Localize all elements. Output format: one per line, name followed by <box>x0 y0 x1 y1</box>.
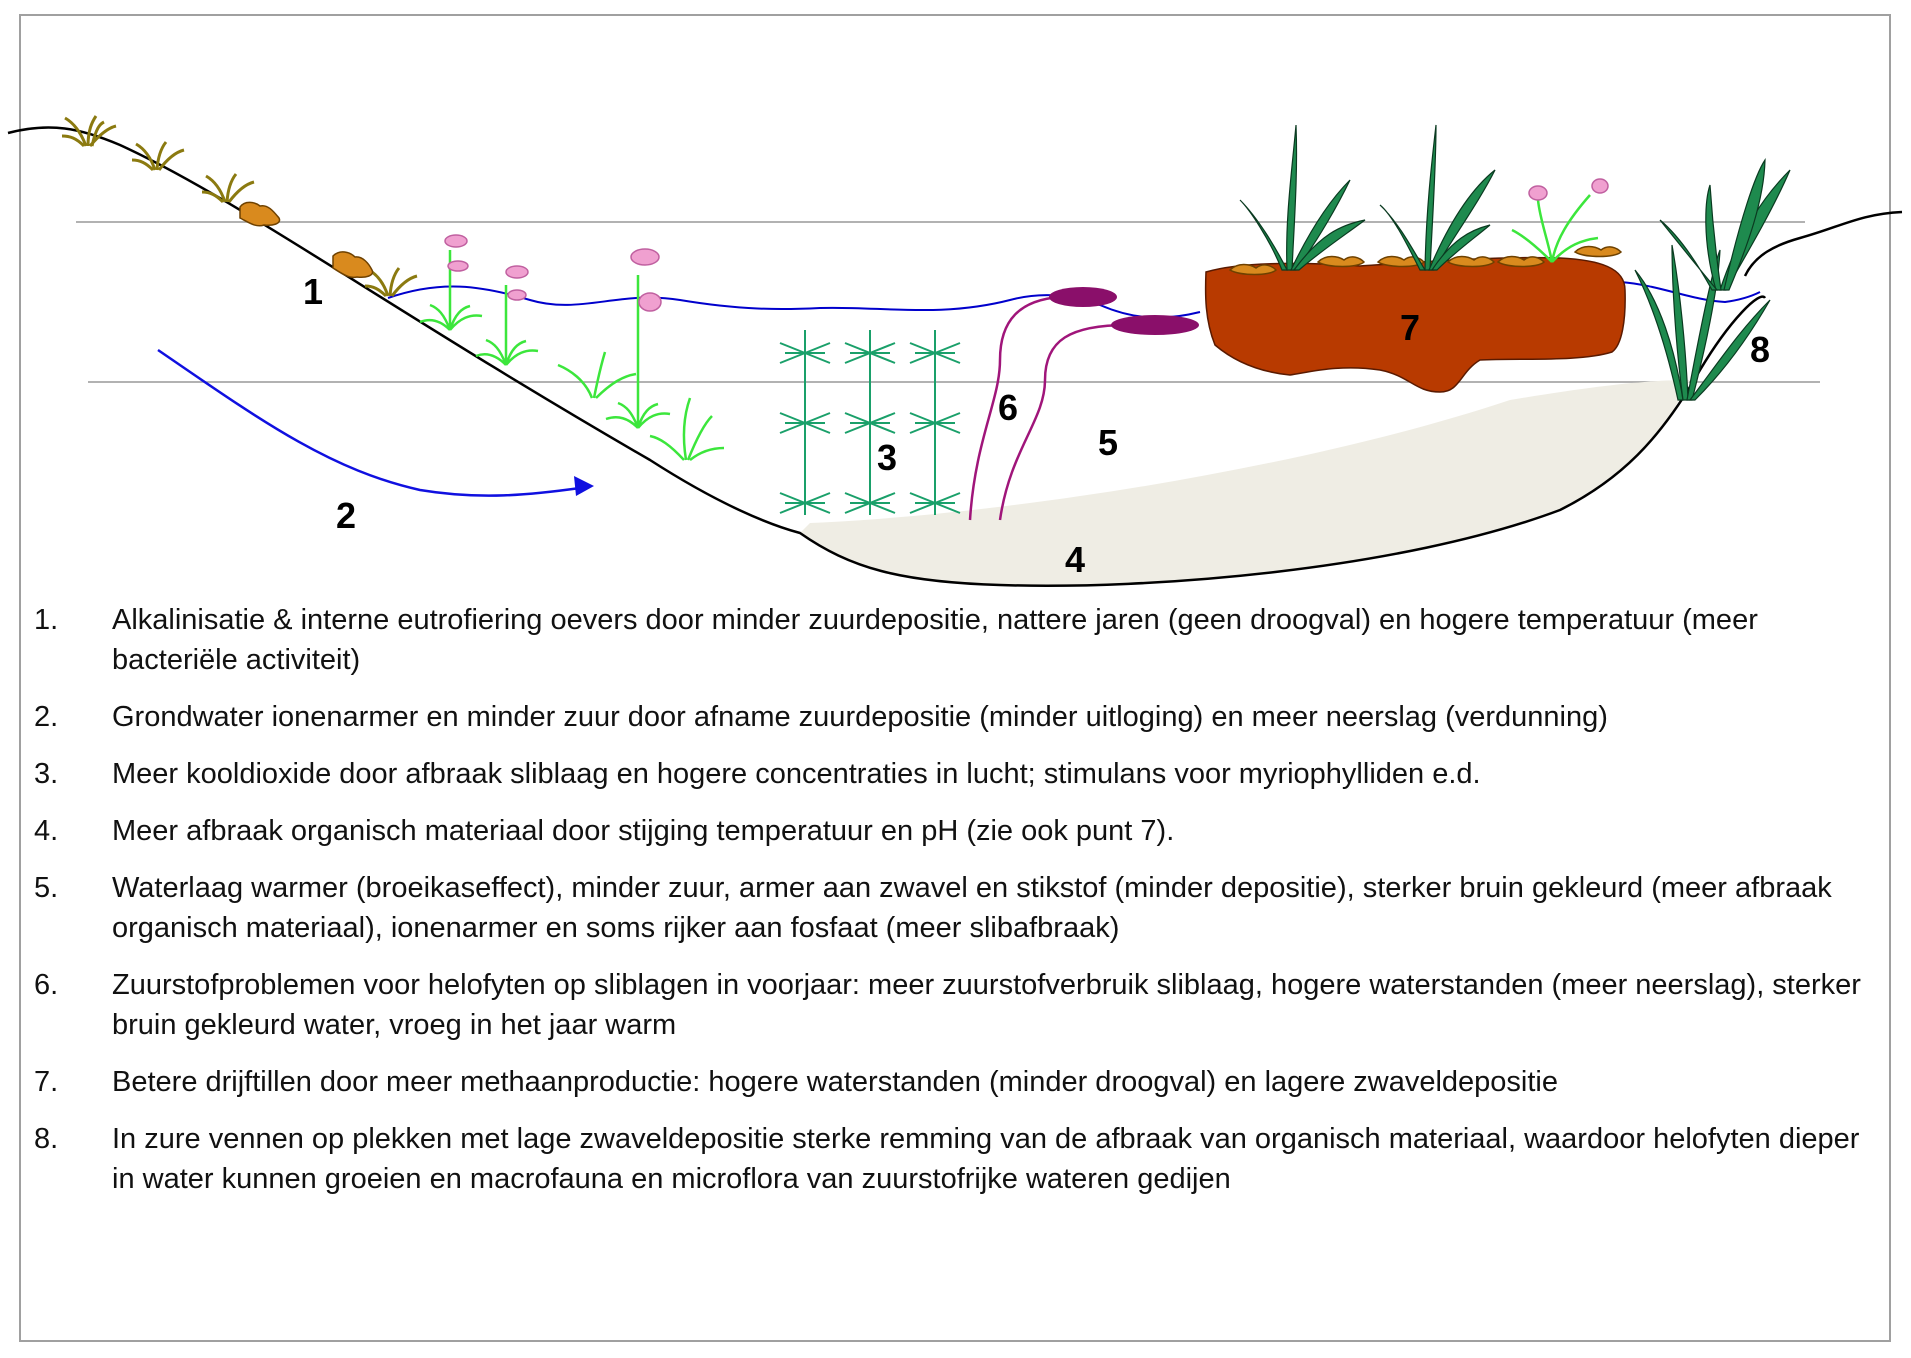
legend-text: Zuurstofproblemen voor helofyten op slib… <box>112 969 1861 1041</box>
legend-number: 7. <box>34 1066 59 1098</box>
ground-profile <box>7 126 1767 587</box>
legend-number: 8. <box>34 1123 59 1155</box>
slide-frame <box>19 14 1891 1342</box>
legend-number: 4. <box>34 815 59 847</box>
flower-icon <box>444 234 662 312</box>
lily-icon <box>968 287 1199 521</box>
legend-item: 4. Meer afbraak organisch materiaal door … <box>30 811 1870 851</box>
helophyte-icon <box>1239 124 1496 271</box>
submerged-plant-icon <box>419 250 725 461</box>
pond-cross-section-diagram: 1 2 3 4 5 6 7 8 <box>7 115 1903 587</box>
legend-number: 2. <box>34 701 59 733</box>
legend-item: 2. Grondwater ionenarmer en minder zuur d… <box>30 697 1870 737</box>
legend-text: Alkalinisatie & interne eutrofiering oev… <box>112 604 1758 676</box>
sediment-layer <box>800 380 1690 586</box>
legend-number: 6. <box>34 969 59 1001</box>
legend-text: Waterlaag warmer (broeikaseffect), minde… <box>112 872 1832 944</box>
flowering-plant-icon <box>1511 178 1609 263</box>
label-5: 5 <box>1098 422 1118 463</box>
legend-item: 6. Zuurstofproblemen voor helofyten op sl… <box>30 965 1870 1045</box>
legend-text: Betere drijftillen door meer methaanprod… <box>112 1066 1558 1098</box>
dry-grass-icon <box>61 115 418 298</box>
legend-list: 1. Alkalinisatie & interne eutrofiering o… <box>30 600 1870 1216</box>
label-1: 1 <box>303 271 323 312</box>
legend-text: Meer kooldioxide door afbraak sliblaag e… <box>112 758 1481 790</box>
legend-text: Grondwater ionenarmer en minder zuur doo… <box>112 701 1608 733</box>
legend-number: 1. <box>34 604 59 636</box>
label-3: 3 <box>877 437 897 478</box>
helophyte-icon <box>1634 157 1791 401</box>
label-2: 2 <box>336 495 356 536</box>
label-7: 7 <box>1400 307 1420 348</box>
label-6: 6 <box>998 387 1018 428</box>
label-8: 8 <box>1750 329 1770 370</box>
peat-clump-icon <box>1228 245 1623 276</box>
legend-item: 8. In zure vennen op plekken met lage zwa… <box>30 1119 1870 1199</box>
groundwater-arrow <box>157 348 581 497</box>
legend-item: 7. Betere drijftillen door meer methaanpr… <box>30 1062 1870 1102</box>
legend-item: 5. Waterlaag warmer (broeikaseffect), min… <box>30 868 1870 948</box>
arrow-head-icon <box>574 476 594 496</box>
legend-item: 1. Alkalinisatie & interne eutrofiering o… <box>30 600 1870 680</box>
legend-text: In zure vennen op plekken met lage zwave… <box>112 1123 1860 1195</box>
legend-item: 3. Meer kooldioxide door afbraak sliblaag… <box>30 754 1870 794</box>
myriophyllum-icon <box>779 330 961 515</box>
legend-number: 5. <box>34 872 59 904</box>
legend-text: Meer afbraak organisch materiaal door st… <box>112 815 1175 847</box>
label-4: 4 <box>1065 539 1085 580</box>
peat-clump-icon <box>239 201 374 279</box>
right-bank <box>1743 210 1903 277</box>
legend-number: 3. <box>34 758 59 790</box>
